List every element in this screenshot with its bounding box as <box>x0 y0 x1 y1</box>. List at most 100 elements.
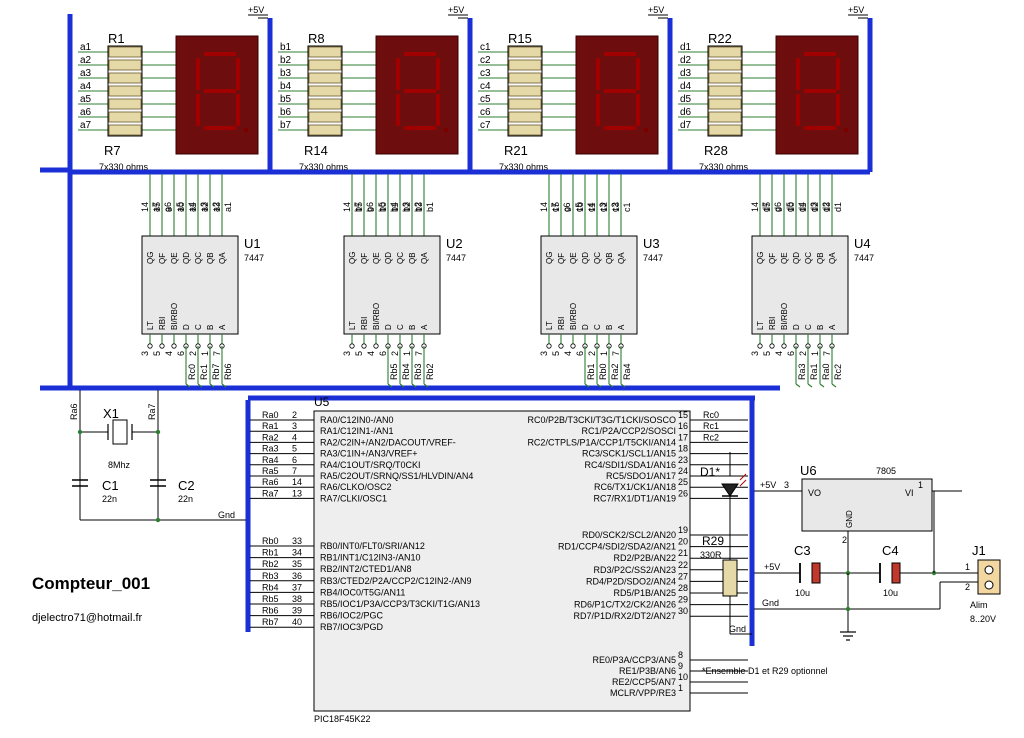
resistor-element <box>508 85 542 97</box>
mcu-left-pin-name: RA3/C1IN+/AN3/VREF+ <box>320 449 418 459</box>
mcu-left-pin-name: RB1/INT1/C12IN3-/AN10 <box>320 553 421 563</box>
decoder-top-pin-number: 10 <box>575 202 585 212</box>
mcu-left-pin-name: RB6/IOC2/PGC <box>320 611 384 621</box>
decoder-bottom-pin-number: 3 <box>539 351 549 356</box>
resistor-element <box>708 59 742 71</box>
decoder-pin-name: A <box>218 324 227 330</box>
segment-d <box>204 126 236 130</box>
pin-end <box>171 343 177 349</box>
decoder-pin-name: QA <box>828 252 837 264</box>
mcu-right-pin-number: 18 <box>678 444 688 454</box>
connector-pin <box>984 580 994 590</box>
segment-net-label: a1 <box>80 42 92 53</box>
mcu-right-pin-number: 24 <box>678 466 688 476</box>
segment-c <box>436 94 440 126</box>
segment-d <box>604 126 636 130</box>
decoder-top-net-label: c7 <box>550 202 560 212</box>
crystal-value: 8Mhz <box>108 460 131 470</box>
resistor-element <box>508 111 542 123</box>
decoder-bottom-net-label: Rc0 <box>187 364 197 380</box>
regulator-pin-number: 3 <box>784 480 789 490</box>
resistor-element <box>708 46 742 58</box>
decoder-bottom-pin-number: 5 <box>551 351 561 356</box>
decoder-top-net-label: c2 <box>610 202 620 212</box>
decoder-pin-name: D <box>792 324 801 330</box>
vcc-label: +5V <box>448 5 464 15</box>
resistor-element <box>508 59 542 71</box>
connector-label: Alim <box>970 600 988 610</box>
decoder-pin-name: RBI <box>557 317 566 330</box>
vcc-label: +5V <box>848 5 864 15</box>
junction-dot <box>845 606 851 612</box>
vcc-label: +5V <box>248 5 264 15</box>
mcu-left-pin-number: 34 <box>292 548 302 558</box>
pin-end <box>159 343 165 349</box>
resistor-element <box>708 72 742 84</box>
mcu-right-pin-name: RC1/P2A/CCP2/SOSCI <box>581 426 676 436</box>
decoder-type: 7447 <box>854 253 874 263</box>
mcu-right-net-label: Rc1 <box>703 421 719 431</box>
decoder-bottom-net-label: Rb7 <box>211 363 221 380</box>
mcu-left-pin-number: 33 <box>292 536 302 546</box>
decoder-top-net-label: b5 <box>377 202 387 212</box>
resistor-element <box>308 72 342 84</box>
mcu-ref: U5 <box>314 395 330 409</box>
segment-e <box>796 94 800 126</box>
decoder-bottom-pin-number: 5 <box>354 351 364 356</box>
decoder-pin-name: QE <box>170 252 179 264</box>
decoder-pin-name: BI/RBO <box>780 303 789 330</box>
mcu-right-pin-number: 20 <box>678 537 688 547</box>
decoder-top-pin-number: 9 <box>774 207 784 212</box>
mcu-left-pin-name: RB2/INT2/CTED1/AN8 <box>320 564 412 574</box>
decoder-bottom-pin-number: 4 <box>366 351 376 356</box>
decoder-pin-name: RBI <box>360 317 369 330</box>
led-arrow <box>739 479 747 487</box>
decoder-pin-name: QD <box>384 252 393 264</box>
segment-c <box>636 94 640 126</box>
regulator-pin-gnd: GND <box>845 510 854 528</box>
decoder-bottom-pin-number: 2 <box>587 351 597 356</box>
decoder-bottom-net-label: Rb5 <box>389 363 399 380</box>
regulator-type: 7805 <box>876 466 896 476</box>
decimal-point <box>443 127 449 133</box>
decoder-pin-name: QD <box>581 252 590 264</box>
decoder-pin-name: B <box>605 325 614 330</box>
segment-net-label: a6 <box>80 107 92 118</box>
mcu-left-net-label: Rb7 <box>262 617 279 627</box>
decoder-top-pin-number: 15 <box>354 202 364 212</box>
mcu-right-pin-name: RD2/P2B/AN22 <box>613 553 676 563</box>
decoder-pin-name: C <box>593 324 602 330</box>
decoder-top-net-label: a7 <box>151 202 161 212</box>
segment-a <box>604 52 636 56</box>
decoder-bus-entry <box>399 383 405 388</box>
decoder-top-pin-number: 11 <box>798 203 808 212</box>
decoder-pin-name: QF <box>158 253 167 264</box>
decoder-bottom-pin-number: 6 <box>786 351 796 356</box>
decoder-bus-entry <box>795 383 801 388</box>
decoder-bottom-net-label: Rb0 <box>598 363 608 380</box>
led-ref: D1* <box>700 465 720 479</box>
mcu-left-pin-name: RB7/IOC3/PGD <box>320 622 384 632</box>
mcu-right-pin-name: RD1/CCP4/SDI2/SDA2/AN21 <box>558 542 676 552</box>
pin-end <box>361 343 367 349</box>
decoder-bottom-pin-number: 5 <box>152 351 162 356</box>
segment-g <box>604 89 636 93</box>
decoder-type: 7447 <box>446 253 466 263</box>
decoder-bottom-pin-number: 3 <box>140 351 150 356</box>
decoder-pin-name: LT <box>756 321 765 330</box>
mcu-left-pin-number: 39 <box>292 606 302 616</box>
decoder-pin-name: QE <box>780 252 789 264</box>
decoder-top-net-label: d6 <box>773 202 783 212</box>
decoder-pin-name: QD <box>182 252 191 264</box>
mcu-right-pin-name: RD7/P1D/RX2/DT2/AN27 <box>573 611 676 621</box>
decoder-bus-entry <box>387 383 393 388</box>
cap-value: 10u <box>795 588 810 598</box>
resistor-element <box>308 111 342 123</box>
pin-end <box>558 343 564 349</box>
resistor-element <box>708 124 742 136</box>
regulator-pin-number: 2 <box>842 535 847 545</box>
regulator-ref: U6 <box>800 463 817 478</box>
decoder-pin-name: D <box>384 324 393 330</box>
decoder-bottom-net-label: Ra4 <box>622 363 632 380</box>
decoder-pin-name: B <box>408 325 417 330</box>
